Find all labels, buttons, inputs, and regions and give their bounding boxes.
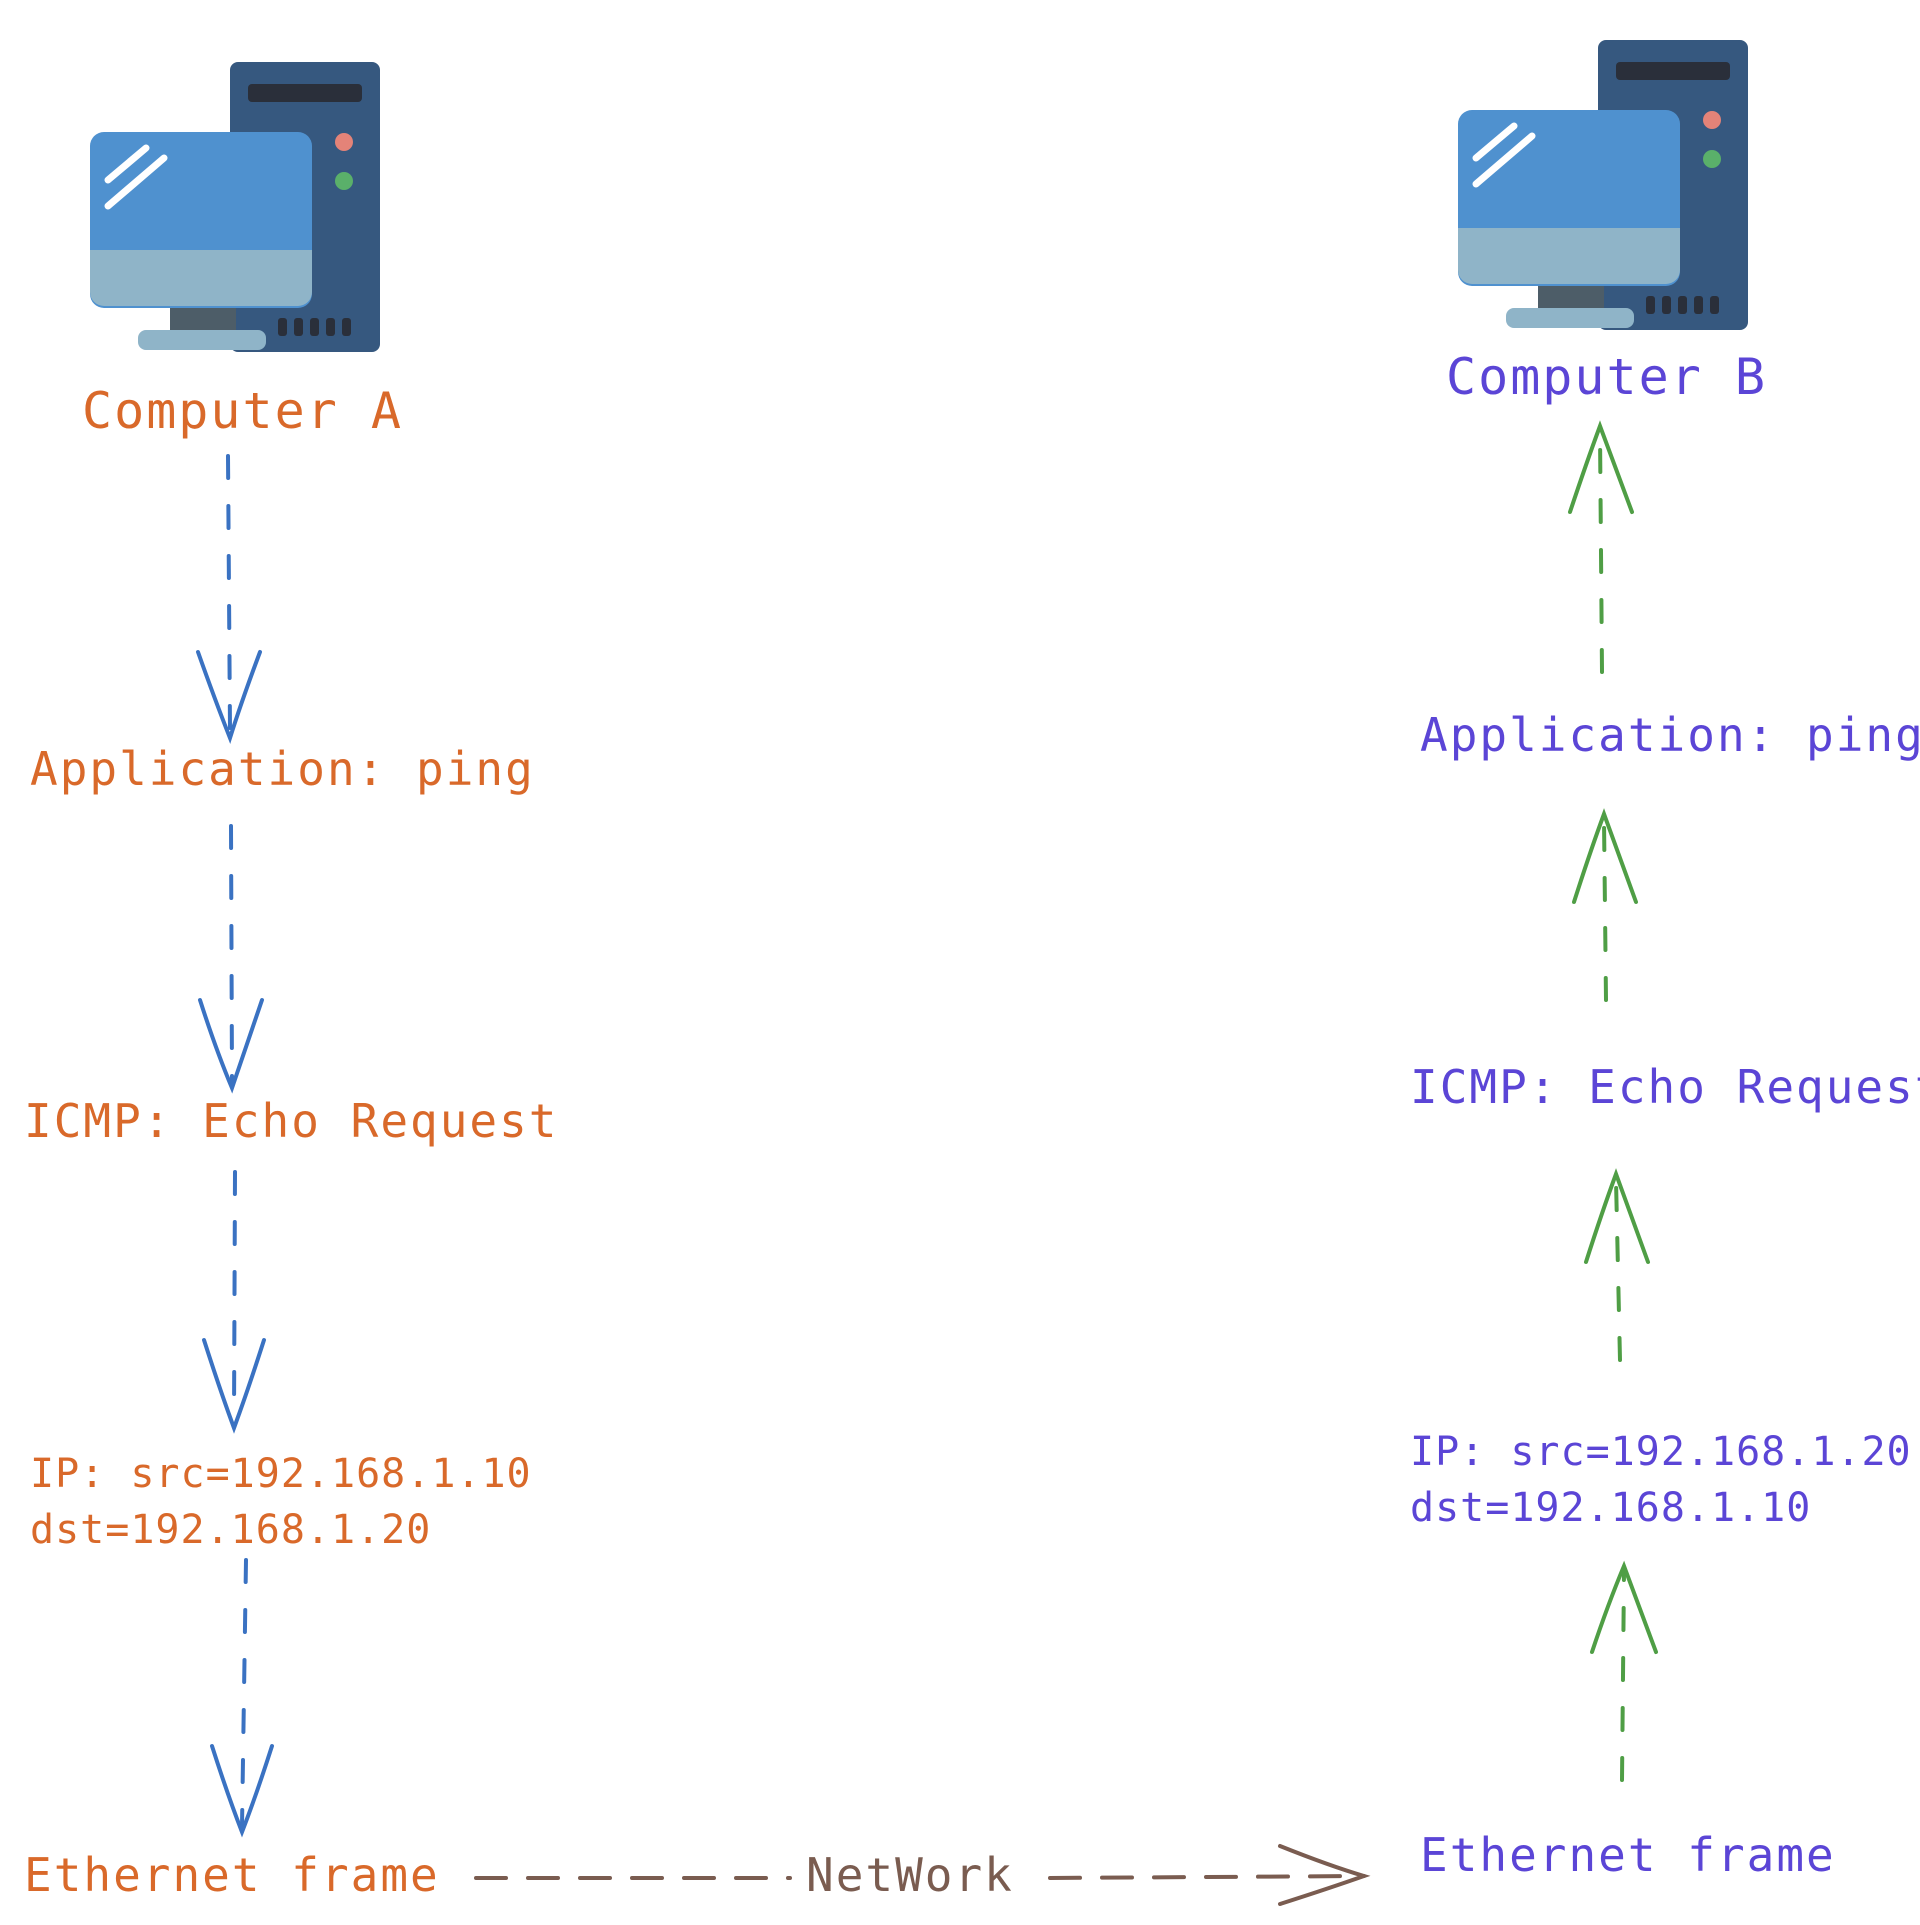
computer-a-title: Computer A	[82, 382, 404, 440]
network-label: NetWork	[806, 1848, 1014, 1902]
arrow-b-icmp-to-application	[1572, 808, 1638, 1002]
computer-a-ip-src: IP: src=192.168.1.10	[30, 1451, 532, 1497]
computer-b-ip-dst: dst=192.168.1.10	[1410, 1485, 1812, 1531]
computer-b-ip-layer: IP: src=192.168.1.20 dst=192.168.1.10	[1410, 1424, 1912, 1536]
network-arrow	[474, 1844, 1371, 1906]
arrow-a-computer-to-application	[196, 454, 262, 744]
computer-b-application-layer: Application: ping	[1420, 708, 1920, 762]
arrow-b-application-to-computer	[1568, 420, 1634, 674]
computer-a-application-layer: Application: ping	[30, 742, 535, 796]
computer-a-icon	[90, 62, 380, 352]
arrow-b-ethernet-to-ip	[1590, 1560, 1658, 1782]
computer-a-icmp-layer: ICMP: Echo Request	[24, 1094, 559, 1148]
arrow-a-application-to-icmp	[198, 824, 264, 1094]
arrow-a-ip-to-ethernet	[210, 1558, 274, 1838]
computer-a-ethernet-layer: Ethernet frame	[24, 1848, 440, 1902]
computer-b-ethernet-layer: Ethernet frame	[1420, 1828, 1836, 1882]
arrow-a-icmp-to-ip	[202, 1170, 266, 1434]
computer-b-icon	[1458, 40, 1748, 330]
computer-a-ip-layer: IP: src=192.168.1.10 dst=192.168.1.20	[30, 1446, 532, 1558]
computer-b-ip-src: IP: src=192.168.1.20	[1410, 1429, 1912, 1475]
computer-a-ip-dst: dst=192.168.1.20	[30, 1507, 432, 1553]
arrow-b-ip-to-icmp	[1584, 1168, 1650, 1362]
computer-b-icmp-layer: ICMP: Echo Request	[1410, 1060, 1920, 1114]
computer-b-title: Computer B	[1446, 348, 1768, 406]
